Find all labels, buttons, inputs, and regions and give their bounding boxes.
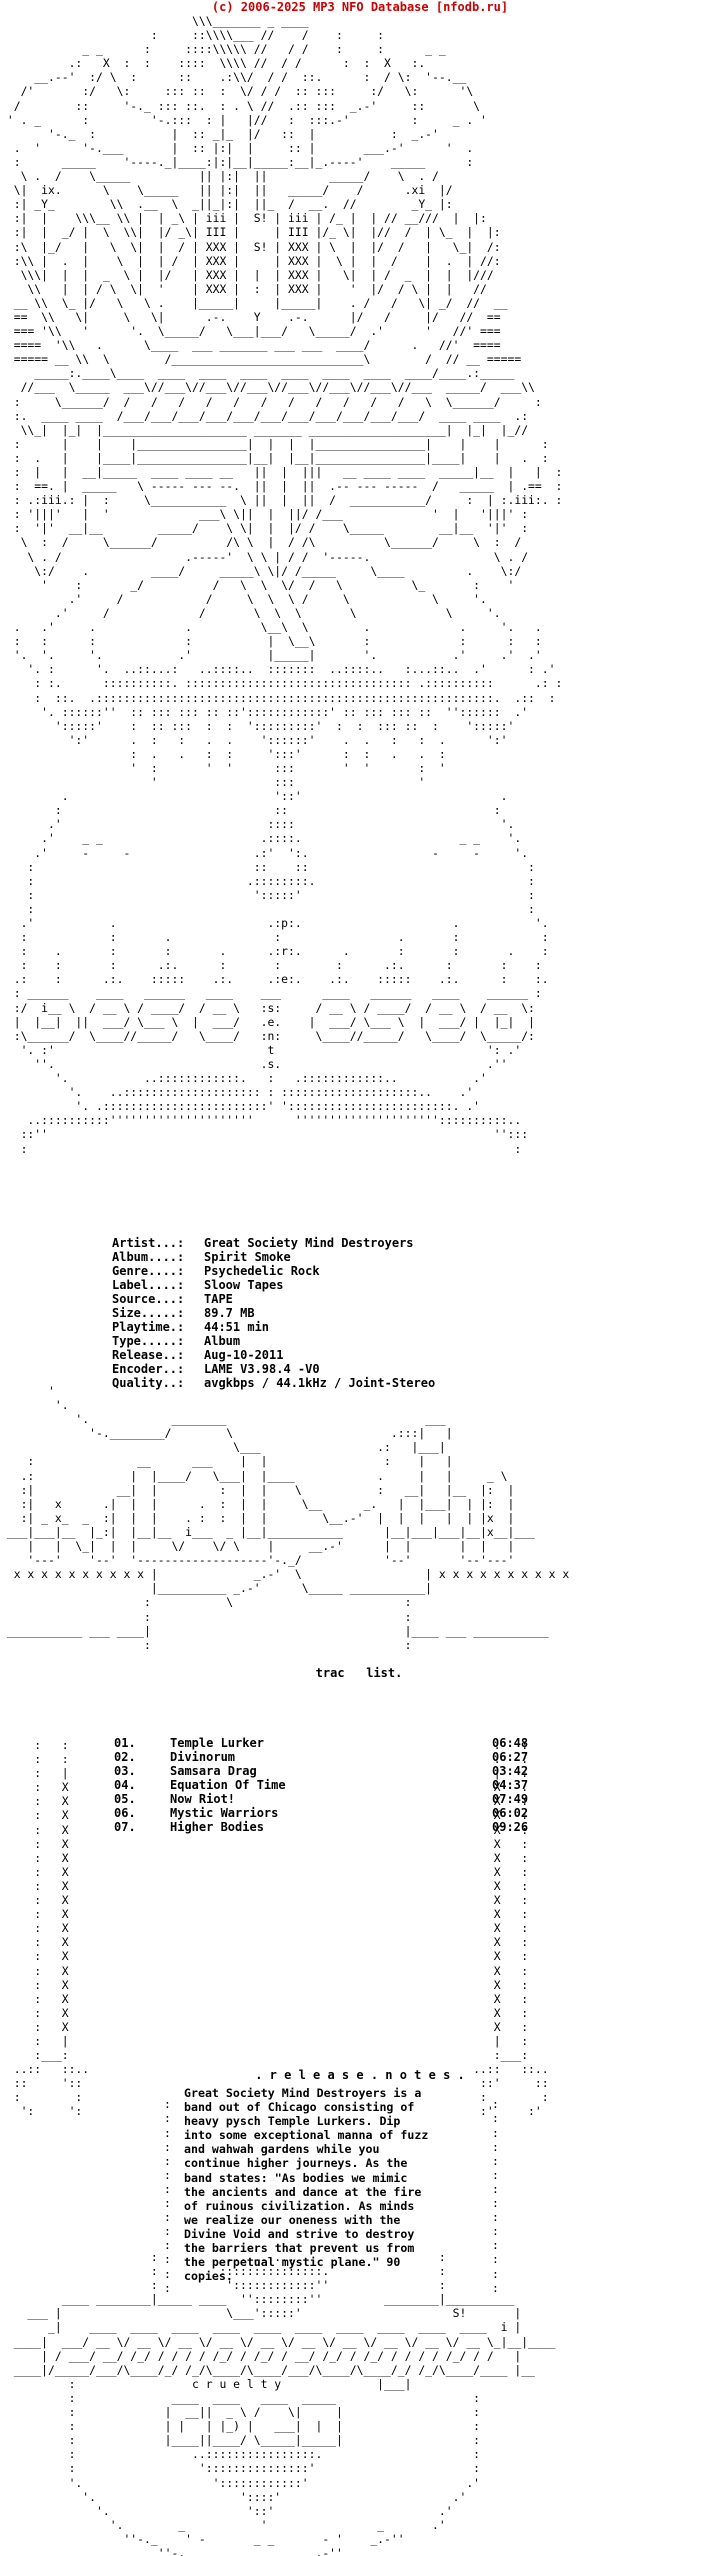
- release-field: Album....: Spirit Smoke: [112, 1250, 291, 1264]
- release-field-value: Psychedelic Rock: [204, 1264, 320, 1278]
- track-row: 01. Temple Lurker 06:48: [114, 1736, 534, 1750]
- release-field-value: TAPE: [204, 1292, 233, 1306]
- ascii-art-group-logo: : .......... : : :::::::::::::::. : : ':…: [13, 2250, 556, 2556]
- release-field: Genre....: Psychedelic Rock: [112, 1264, 320, 1278]
- track-num: 03.: [114, 1764, 136, 1778]
- track-row: 05. Now Riot! 07:49: [114, 1792, 534, 1806]
- release-field-value: Album: [204, 1334, 241, 1348]
- ascii-art-tracklist-header: ' '. '. ________ ___ '-.________/ \ .:::…: [6, 1384, 570, 1652]
- release-field: Encoder..: LAME V3.98.4 -V0: [112, 1362, 320, 1376]
- release-field-key: Type.....:: [112, 1334, 185, 1348]
- release-field-value: avgkbps / 44.1kHz / Joint-Stereo: [204, 1376, 436, 1390]
- release-field-value: Sloow Tapes: [204, 1278, 284, 1292]
- track-title: Temple Lurker: [170, 1736, 264, 1750]
- track-num: 02.: [114, 1750, 136, 1764]
- release-field-key: Source...:: [112, 1292, 185, 1306]
- ascii-art-tracklist-frame: : : : : : : : : : |: [13, 1738, 549, 2118]
- release-field: Type.....: Album: [112, 1334, 240, 1348]
- release-field-key: Size.....:: [112, 1306, 185, 1320]
- track-time: 06:48: [492, 1736, 529, 1750]
- track-time: 07:49: [492, 1792, 529, 1806]
- ascii-art-logo: \\\_______ _ ____ : ::\\\\___ // / : : _…: [6, 14, 563, 1156]
- track-row: 04. Equation Of Time 04:37: [114, 1778, 534, 1792]
- release-notes-title: . r e l e a s e . n o t e s .: [255, 2068, 465, 2082]
- release-field-key: Label....:: [112, 1278, 185, 1292]
- track-title: Divinorum: [170, 1750, 236, 1764]
- release-field: Size.....: 89.7 MB: [112, 1306, 255, 1320]
- notes-frame-left: : : : : : : : : : : : : : :: [164, 2097, 171, 2295]
- track-time: 03:42: [492, 1764, 529, 1778]
- track-title: Mystic Warriors: [170, 1806, 279, 1820]
- copyright-header: (c) 2006-2025 MP3 NFO Database [nfodb.ru…: [211, 0, 509, 14]
- track-num: 01.: [114, 1736, 136, 1750]
- release-field-key: Quality..:: [112, 1376, 185, 1390]
- track-title: Samsara Drag: [170, 1764, 257, 1778]
- release-field-value: 44:51 min: [204, 1320, 270, 1334]
- track-row: 03. Samsara Drag 03:42: [114, 1764, 534, 1778]
- track-num: 04.: [114, 1778, 136, 1792]
- track-time: 06:27: [492, 1750, 529, 1764]
- release-field-key: Encoder..:: [112, 1362, 185, 1376]
- track-title: Equation Of Time: [170, 1778, 286, 1792]
- release-field-key: Release..:: [112, 1348, 185, 1362]
- release-field-value: Great Society Mind Destroyers: [204, 1236, 414, 1250]
- release-field-value: 89.7 MB: [204, 1306, 255, 1320]
- release-field: Source...: TAPE: [112, 1292, 233, 1306]
- release-field-key: Playtime.:: [112, 1320, 185, 1334]
- release-field-key: Genre....:: [112, 1264, 185, 1278]
- release-field: Label....: Sloow Tapes: [112, 1278, 283, 1292]
- track-num: 07.: [114, 1820, 136, 1834]
- track-num: 06.: [114, 1806, 136, 1820]
- track-row: 06. Mystic Warriors 06:02: [114, 1806, 534, 1820]
- track-title: Higher Bodies: [170, 1820, 264, 1834]
- tracklist-title: trac list.: [315, 1666, 403, 1680]
- track-time: 09:26: [492, 1820, 529, 1834]
- release-field: Quality..: avgkbps / 44.1kHz / Joint-Ster…: [112, 1376, 435, 1390]
- release-field-key: Album....:: [112, 1250, 185, 1264]
- release-notes-body: Great Society Mind Destroyers is a band …: [184, 2086, 429, 2284]
- track-num: 05.: [114, 1792, 136, 1806]
- release-field: Playtime.: 44:51 min: [112, 1320, 269, 1334]
- notes-frame-right: : : : : : : : : : : : : : :: [492, 2097, 499, 2295]
- track-title: Now Riot!: [170, 1792, 236, 1806]
- release-field: Release..: Aug-10-2011: [112, 1348, 283, 1362]
- release-field-value: LAME V3.98.4 -V0: [204, 1362, 320, 1376]
- track-row: 07. Higher Bodies 09:26: [114, 1820, 534, 1834]
- release-field: Artist...: Great Society Mind Destroyers: [112, 1236, 414, 1250]
- release-field-value: Spirit Smoke: [204, 1250, 291, 1264]
- track-row: 02. Divinorum 06:27: [114, 1750, 534, 1764]
- release-field-key: Artist...:: [112, 1236, 185, 1250]
- track-time: 04:37: [492, 1778, 529, 1792]
- track-time: 06:02: [492, 1806, 529, 1820]
- release-field-value: Aug-10-2011: [204, 1348, 284, 1362]
